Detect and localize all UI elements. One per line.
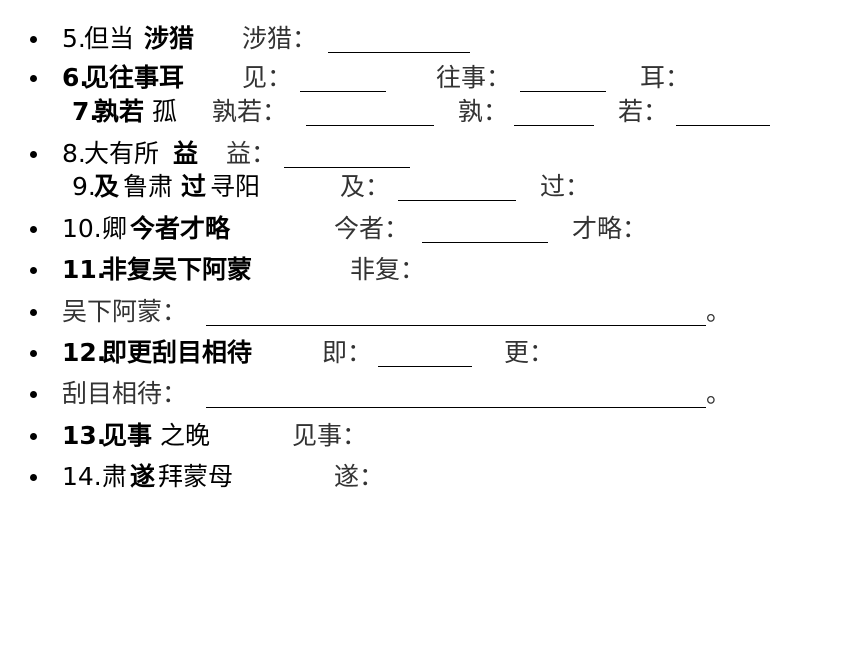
- item-text: 大有所: [84, 139, 160, 168]
- bullet-icon: [28, 137, 40, 171]
- item-text: 但当: [84, 24, 135, 53]
- item-keyword: 遂: [130, 462, 156, 491]
- item-number: 7.: [72, 97, 99, 126]
- item-number: 6.: [62, 63, 89, 92]
- item-keyword: 见往事耳: [84, 63, 185, 92]
- bullet-icon: [28, 212, 40, 246]
- item-keyword: 见事: [102, 421, 153, 450]
- bullet-icon: [28, 295, 40, 329]
- item-keyword: 益: [173, 139, 199, 168]
- blank-label: 才略：: [572, 214, 648, 243]
- blank-label: 过：: [540, 172, 591, 201]
- blank-label: 涉猎：: [242, 24, 318, 53]
- blank-label: 见事：: [292, 421, 368, 450]
- blank-label: 更：: [504, 338, 555, 367]
- answer-blank[interactable]: [206, 295, 706, 326]
- sentence-end: 。: [706, 297, 732, 326]
- item-text: 肃: [102, 462, 128, 491]
- blank-label: 耳：: [640, 63, 691, 92]
- bullet-icon: [28, 419, 40, 453]
- item-keyword: 过: [181, 172, 207, 201]
- answer-blank[interactable]: [514, 95, 594, 126]
- bullet-icon: [28, 22, 40, 56]
- item-keyword: 涉猎: [144, 24, 195, 53]
- item-number: 13.: [62, 421, 107, 450]
- item-keyword: 即更刮目相待: [102, 338, 253, 367]
- blank-label: 孰：: [458, 97, 509, 126]
- answer-blank[interactable]: [206, 377, 706, 408]
- blank-label: 及：: [340, 172, 391, 201]
- item-number: 9.: [72, 172, 96, 201]
- sentence-end: 。: [706, 379, 732, 408]
- bullet-icon: [28, 336, 40, 370]
- item-keyword: 孰若: [94, 97, 145, 126]
- bullet-icon: [28, 253, 40, 287]
- answer-blank[interactable]: [378, 336, 472, 367]
- item-number: 5.: [62, 24, 86, 53]
- item-number: 14.: [62, 462, 102, 491]
- answer-blank[interactable]: [398, 170, 516, 201]
- item-text: 鲁肃: [123, 172, 174, 201]
- answer-blank[interactable]: [284, 137, 410, 168]
- item-text: 拜蒙母: [158, 462, 234, 491]
- answer-blank[interactable]: [520, 61, 606, 92]
- blank-label: 刮目相待：: [62, 379, 188, 408]
- blank-label: 益：: [226, 139, 277, 168]
- item-keyword: 及: [94, 172, 120, 201]
- blank-label: 吴下阿蒙：: [62, 297, 188, 326]
- bullet-icon: [28, 377, 40, 411]
- answer-blank[interactable]: [300, 61, 386, 92]
- bullet-icon: [28, 61, 40, 95]
- blank-label: 今者：: [334, 214, 410, 243]
- item-text: 之晚: [160, 421, 211, 450]
- blank-label: 孰若：: [212, 97, 288, 126]
- item-text: 孤: [152, 97, 178, 126]
- bullet-icon: [28, 460, 40, 494]
- item-keyword: 非复吴下阿蒙: [102, 255, 253, 284]
- answer-blank[interactable]: [422, 212, 548, 243]
- item-text: 卿: [102, 214, 128, 243]
- blank-label: 非复：: [350, 255, 426, 284]
- blank-label: 即：: [322, 338, 373, 367]
- item-text: 寻阳: [210, 172, 261, 201]
- blank-label: 见：: [242, 63, 293, 92]
- answer-blank[interactable]: [676, 95, 770, 126]
- answer-blank[interactable]: [328, 22, 470, 53]
- item-number: 11.: [62, 255, 107, 284]
- item-number: 10.: [62, 214, 102, 243]
- blank-label: 往事：: [436, 63, 512, 92]
- blank-label: 若：: [618, 97, 669, 126]
- item-number: 8.: [62, 139, 86, 168]
- answer-blank[interactable]: [306, 95, 434, 126]
- item-keyword: 今者才略: [130, 214, 231, 243]
- item-number: 12.: [62, 338, 107, 367]
- blank-label: 遂：: [334, 462, 385, 491]
